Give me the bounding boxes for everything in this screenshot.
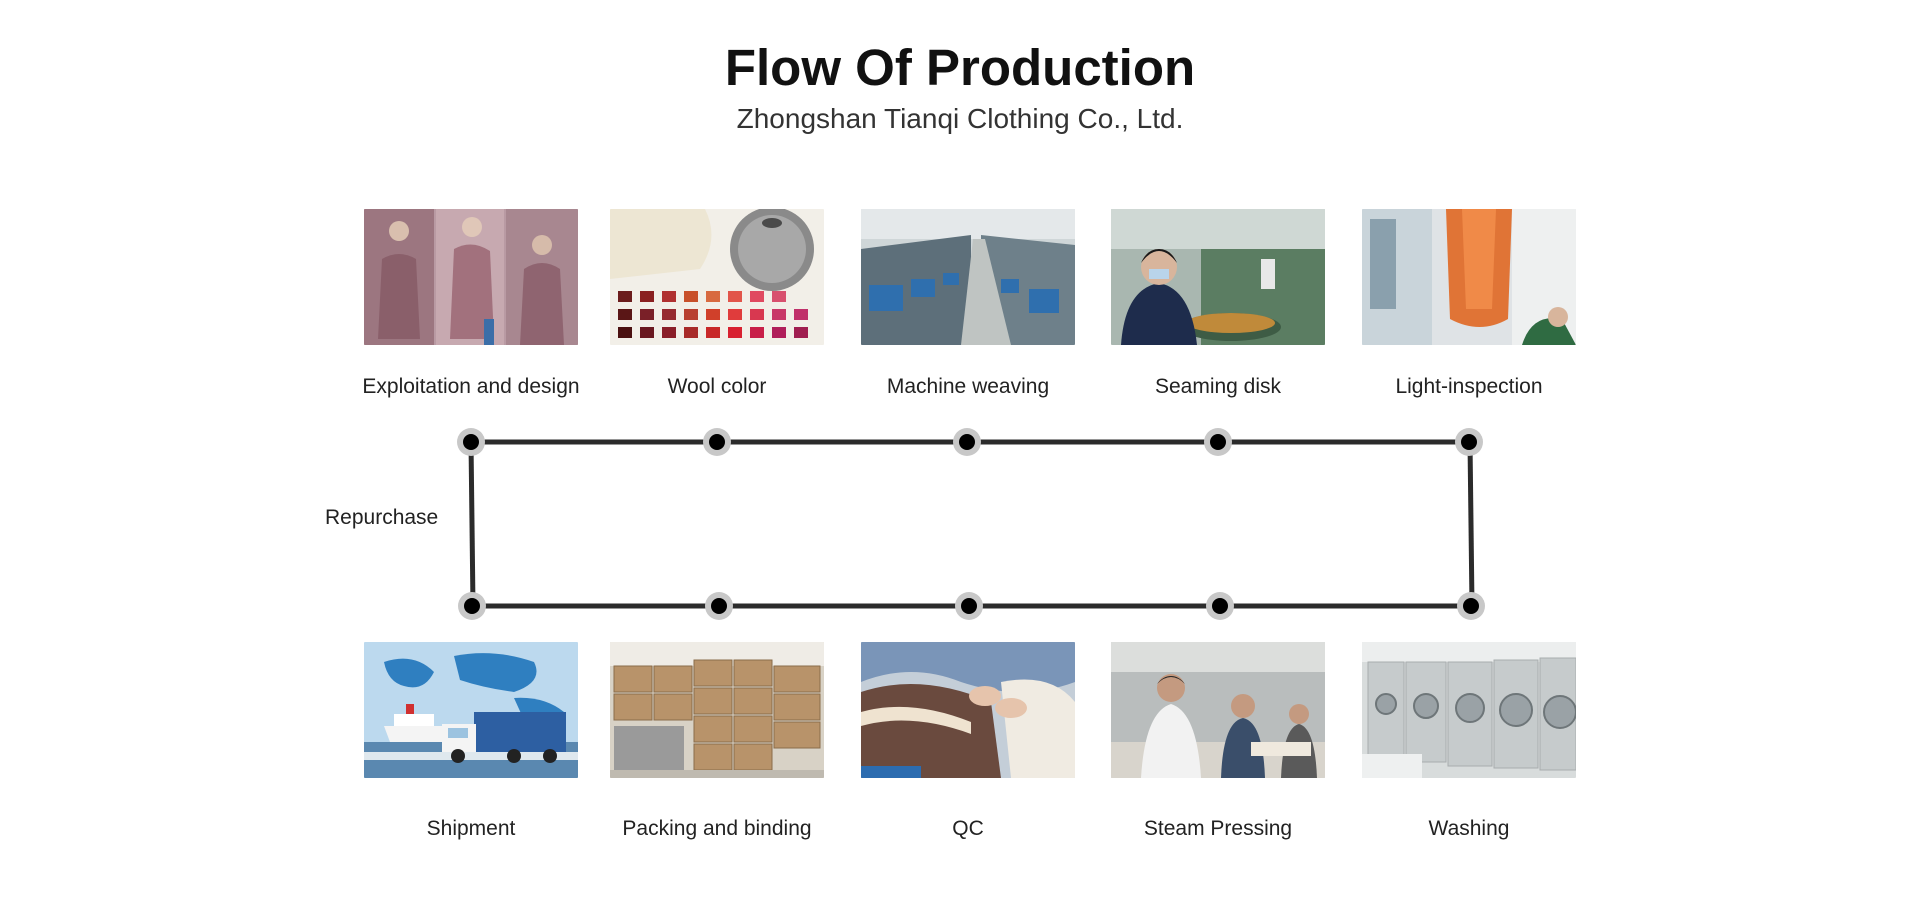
knitwear-design-collage-image bbox=[364, 209, 578, 345]
step-label: Shipment bbox=[426, 817, 516, 840]
step-label: Packing and binding bbox=[622, 817, 812, 840]
flow-node bbox=[1206, 592, 1234, 620]
flow-node bbox=[1204, 428, 1232, 456]
orange-sweater-light-check-image bbox=[1362, 209, 1576, 345]
industrial-washers-image bbox=[1362, 642, 1576, 778]
step-label: Light-inspection bbox=[1395, 375, 1543, 398]
step-label: Wool color bbox=[667, 375, 767, 398]
ironing-workshop-image bbox=[1111, 642, 1325, 778]
step-label: QC bbox=[952, 817, 984, 840]
flow-node bbox=[458, 592, 486, 620]
step-label: Machine weaving bbox=[886, 375, 1050, 398]
flow-node bbox=[1455, 428, 1483, 456]
step-label: Steam Pressing bbox=[1143, 817, 1293, 840]
flow-node bbox=[953, 428, 981, 456]
flow-node bbox=[457, 428, 485, 456]
company-subtitle: Zhongshan Tianqi Clothing Co., Ltd. bbox=[736, 103, 1184, 134]
step-label: Seaming disk bbox=[1154, 375, 1282, 398]
flow-node bbox=[955, 592, 983, 620]
flow-node bbox=[703, 428, 731, 456]
right-connector-line bbox=[1467, 441, 1475, 607]
flow-node bbox=[1457, 592, 1485, 620]
step-label: Exploitation and design bbox=[362, 375, 580, 398]
linking-machine-worker-image bbox=[1111, 209, 1325, 345]
step-label: Washing bbox=[1428, 817, 1510, 840]
truck-ship-world-map-image bbox=[364, 642, 578, 778]
repurchase-label: Repurchase bbox=[325, 506, 439, 529]
hands-checking-knit-image bbox=[861, 642, 1075, 778]
left-connector-line bbox=[468, 441, 476, 607]
stacked-cartons-image bbox=[610, 642, 824, 778]
page-title: Flow Of Production bbox=[724, 39, 1196, 96]
knitting-machine-floor-image bbox=[861, 209, 1075, 345]
flow-node bbox=[705, 592, 733, 620]
yarn-cone-color-card-image bbox=[610, 209, 824, 345]
